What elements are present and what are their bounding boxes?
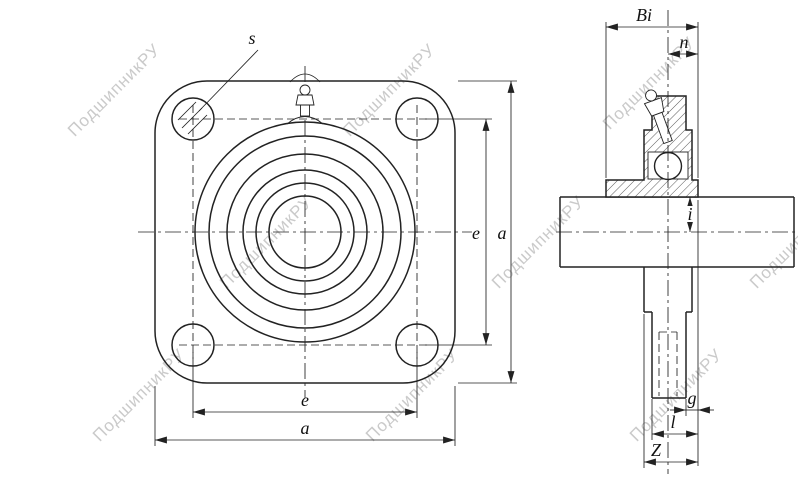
watermark-text: ПодшипникРУ — [64, 40, 164, 140]
dim-label-a-vertical: a — [498, 223, 507, 243]
flange-outline — [154, 80, 456, 384]
dim-bi: Bi — [605, 5, 699, 178]
watermark-text: ПодшипникРУ — [746, 192, 798, 292]
dim-s-leader: s — [198, 28, 259, 112]
dim-label-l: l — [670, 412, 675, 432]
watermark-text: ПодшипникРУ — [362, 345, 462, 445]
housing-boss-circle — [194, 121, 416, 343]
watermark-layer: ПодшипникРУ ПодшипникРУ ПодшипникРУ Подш… — [64, 33, 798, 445]
dim-label-s: s — [248, 28, 255, 48]
dim-n: n — [668, 32, 698, 58]
dim-i: i — [683, 197, 697, 232]
dim-label-e-horizontal: e — [301, 390, 309, 410]
dim-e-vertical: e — [425, 118, 492, 346]
watermark-text: ПодшипникРУ — [339, 40, 439, 140]
side-view: Bi n i g l — [556, 5, 796, 474]
watermark-text: ПодшипникРУ — [89, 345, 189, 445]
bearing-circles — [194, 121, 416, 343]
housing-circle — [208, 135, 402, 329]
inner-ring-circle — [255, 182, 355, 282]
bolt-hole-hatching — [177, 101, 208, 135]
dim-label-g: g — [688, 388, 697, 408]
circle-boss-arc — [286, 116, 324, 125]
dim-z: Z — [643, 314, 698, 468]
dim-e-horizontal: e — [192, 352, 418, 418]
bore-circle — [268, 195, 342, 269]
outer-ring-circle — [226, 153, 384, 311]
grease-fitting-front — [286, 73, 324, 125]
raceway-circle — [242, 169, 368, 295]
grease-fitting-ball-icon — [645, 89, 658, 102]
flange-bottom-half — [643, 267, 693, 399]
grease-fitting-side — [643, 89, 673, 145]
grease-fitting-hex — [643, 96, 665, 117]
dim-label-i: i — [687, 204, 692, 224]
hidden-bolt-hole — [658, 331, 678, 396]
grease-fitting-stem — [300, 104, 310, 117]
dim-label-e-vertical: e — [472, 223, 480, 243]
dim-l: l — [651, 399, 698, 440]
dim-a-vertical: a — [458, 80, 517, 384]
grease-fitting-ball-icon — [299, 84, 311, 96]
s-leader-line — [198, 49, 259, 112]
dim-label-bi: Bi — [636, 5, 652, 25]
flange-top-boss-arc — [289, 73, 321, 83]
dim-label-n: n — [680, 32, 689, 52]
label-backing — [683, 206, 697, 222]
dim-label-z: Z — [651, 440, 662, 460]
dim-label-a-horizontal: a — [301, 418, 310, 438]
watermark-text: ПодшипникРУ — [626, 345, 726, 445]
front-view: s e a e a — [138, 28, 517, 446]
dim-g: g — [670, 200, 714, 466]
bolt-hole-top-left — [171, 97, 215, 141]
grease-fitting-hex — [295, 94, 315, 106]
bolt-pitch-lines — [179, 105, 431, 359]
dim-a-horizontal: a — [154, 386, 456, 446]
